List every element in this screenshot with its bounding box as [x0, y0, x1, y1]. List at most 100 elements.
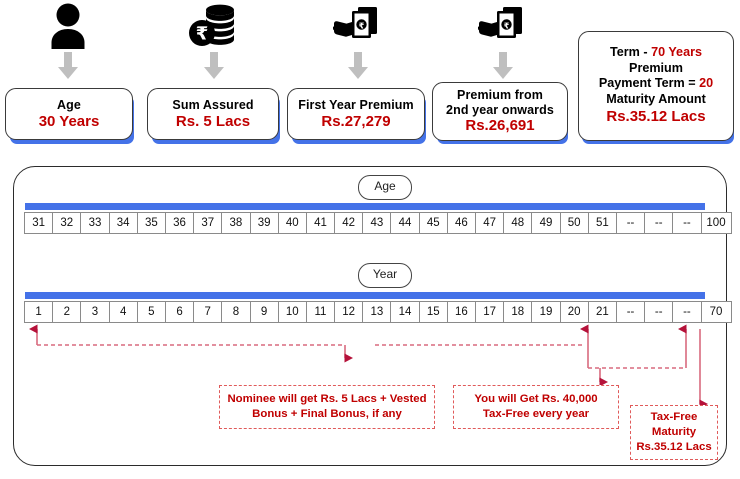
- year-cell: 2: [52, 301, 81, 323]
- age-cell: --: [615, 212, 645, 234]
- summary-maturity-label: Maturity Amount: [606, 91, 706, 106]
- card-premium-2nd-year-label-line1: Premium from: [457, 88, 543, 103]
- card-premium-2nd-year: Premium from 2nd year onwards Rs.26,691: [432, 82, 568, 141]
- card-premium-2nd-year-label-line2: 2nd year onwards: [446, 102, 554, 117]
- age-cell: 42: [334, 212, 363, 234]
- card-age-label: Age: [57, 97, 81, 112]
- card-sum-assured: Sum Assured Rs. 5 Lacs: [147, 88, 279, 140]
- header-column-sum-assured: ₹: [148, 0, 279, 150]
- header-column-first-year-premium: ₹: [292, 0, 423, 150]
- maturity-callout-line3: Rs.35.12 Lacs: [636, 441, 712, 454]
- hand-cash-icon: ₹: [292, 2, 423, 50]
- age-cell: 50: [559, 212, 588, 234]
- summary-premium-word: Premium: [629, 60, 683, 75]
- age-cell: 44: [390, 212, 419, 234]
- svg-text:₹: ₹: [503, 22, 509, 31]
- nominee-callout: Nominee will get Rs. 5 Lacs + Vested Bon…: [219, 385, 435, 429]
- maturity-callout-line2: Maturity: [651, 425, 697, 438]
- age-cell: 51: [587, 212, 616, 234]
- year-cell: 4: [108, 301, 137, 323]
- card-sum-assured-label: Sum Assured: [172, 97, 254, 112]
- annual-payout-callout: You will Get Rs. 40,000 Tax-Free every y…: [453, 385, 619, 429]
- age-cell: 33: [80, 212, 109, 234]
- year-cell: 17: [475, 301, 504, 323]
- card-summary: Term - 70 Years Premium Payment Term = 2…: [578, 31, 734, 141]
- age-cell: 48: [503, 212, 532, 234]
- year-pill-label: Year: [358, 263, 412, 288]
- header-column-age: [2, 0, 133, 150]
- age-cell: 39: [249, 212, 278, 234]
- year-row-blue-bar: [25, 292, 705, 299]
- year-cell: 15: [418, 301, 447, 323]
- year-cell: 19: [531, 301, 560, 323]
- card-premium-2nd-year-value: Rs.26,691: [465, 117, 535, 135]
- age-cell: 32: [52, 212, 81, 234]
- year-cell: --: [615, 301, 645, 323]
- age-cell: 41: [305, 212, 335, 234]
- card-first-year-premium-value: Rs.27,279: [321, 112, 391, 130]
- hand-cash-icon: ₹: [437, 2, 568, 50]
- age-cell: 35: [136, 212, 165, 234]
- year-cell: 16: [446, 301, 475, 323]
- age-cell: 40: [277, 212, 306, 234]
- year-cell: 70: [700, 301, 732, 323]
- card-age-value: 30 Years: [38, 112, 100, 130]
- age-cell: 36: [164, 212, 194, 234]
- age-cell: 34: [108, 212, 137, 234]
- year-cell: 21: [587, 301, 616, 323]
- maturity-callout: Tax-Free Maturity Rs.35.12 Lacs: [630, 405, 718, 460]
- year-cell: --: [672, 301, 701, 323]
- age-cell: 37: [193, 212, 222, 234]
- age-row-blue-bar: [25, 203, 705, 210]
- annual-payout-callout-line2: Tax-Free every year: [482, 408, 590, 420]
- summary-maturity-value: Rs.35.12 Lacs: [606, 108, 706, 126]
- year-cell: 18: [503, 301, 532, 323]
- year-cell: 20: [559, 301, 588, 323]
- summary-ppt-value: 20: [699, 76, 714, 91]
- age-cell: 47: [475, 212, 504, 234]
- down-arrow-icon: [492, 52, 514, 85]
- age-row: 31 32 33 34 35 36 37 38 39 40 41 42 43 4…: [24, 212, 732, 234]
- nominee-callout-line1: Nominee will get Rs. 5 Lacs + Vested: [227, 392, 427, 405]
- person-icon: [2, 2, 133, 50]
- year-cell: 11: [305, 301, 335, 323]
- annual-payout-callout-line1: You will Get Rs. 40,000: [474, 392, 598, 405]
- year-cell: 8: [221, 301, 250, 323]
- rupee-coins-icon: ₹: [148, 2, 279, 50]
- age-cell: 100: [700, 212, 732, 234]
- summary-ppt-label: Payment Term =: [598, 76, 700, 91]
- down-arrow-icon: [347, 52, 369, 85]
- svg-text:₹: ₹: [358, 22, 364, 31]
- card-sum-assured-value: Rs. 5 Lacs: [175, 112, 251, 130]
- year-cell: 7: [193, 301, 222, 323]
- year-cell: 9: [249, 301, 278, 323]
- year-cell: 5: [136, 301, 165, 323]
- svg-text:₹: ₹: [195, 24, 208, 45]
- age-cell: 43: [362, 212, 391, 234]
- nominee-callout-line2: Bonus + Final Bonus, if any: [252, 408, 402, 420]
- year-row: 1 2 3 4 5 6 7 8 9 10 11 12 13 14 15 16 1…: [24, 301, 732, 323]
- year-cell: 1: [24, 301, 53, 323]
- age-cell: 49: [531, 212, 560, 234]
- age-cell: 38: [221, 212, 250, 234]
- age-cell: 31: [24, 212, 53, 234]
- year-cell: 13: [362, 301, 391, 323]
- down-arrow-icon: [57, 52, 79, 85]
- year-cell: 10: [277, 301, 306, 323]
- down-arrow-icon: [203, 52, 225, 85]
- age-cell: 46: [446, 212, 475, 234]
- age-cell: --: [672, 212, 701, 234]
- summary-term-label: Term -: [610, 45, 652, 60]
- year-cell: 14: [390, 301, 419, 323]
- age-cell: --: [644, 212, 673, 234]
- header-column-premium-2nd-year: ₹: [437, 0, 568, 150]
- age-cell: 45: [418, 212, 447, 234]
- card-age: Age 30 Years: [5, 88, 133, 140]
- year-cell: 3: [80, 301, 109, 323]
- year-cell: 6: [164, 301, 194, 323]
- year-cell: --: [644, 301, 673, 323]
- year-cell: 12: [334, 301, 363, 323]
- card-first-year-premium-label: First Year Premium: [298, 97, 414, 112]
- summary-term-value: 70 Years: [651, 45, 702, 60]
